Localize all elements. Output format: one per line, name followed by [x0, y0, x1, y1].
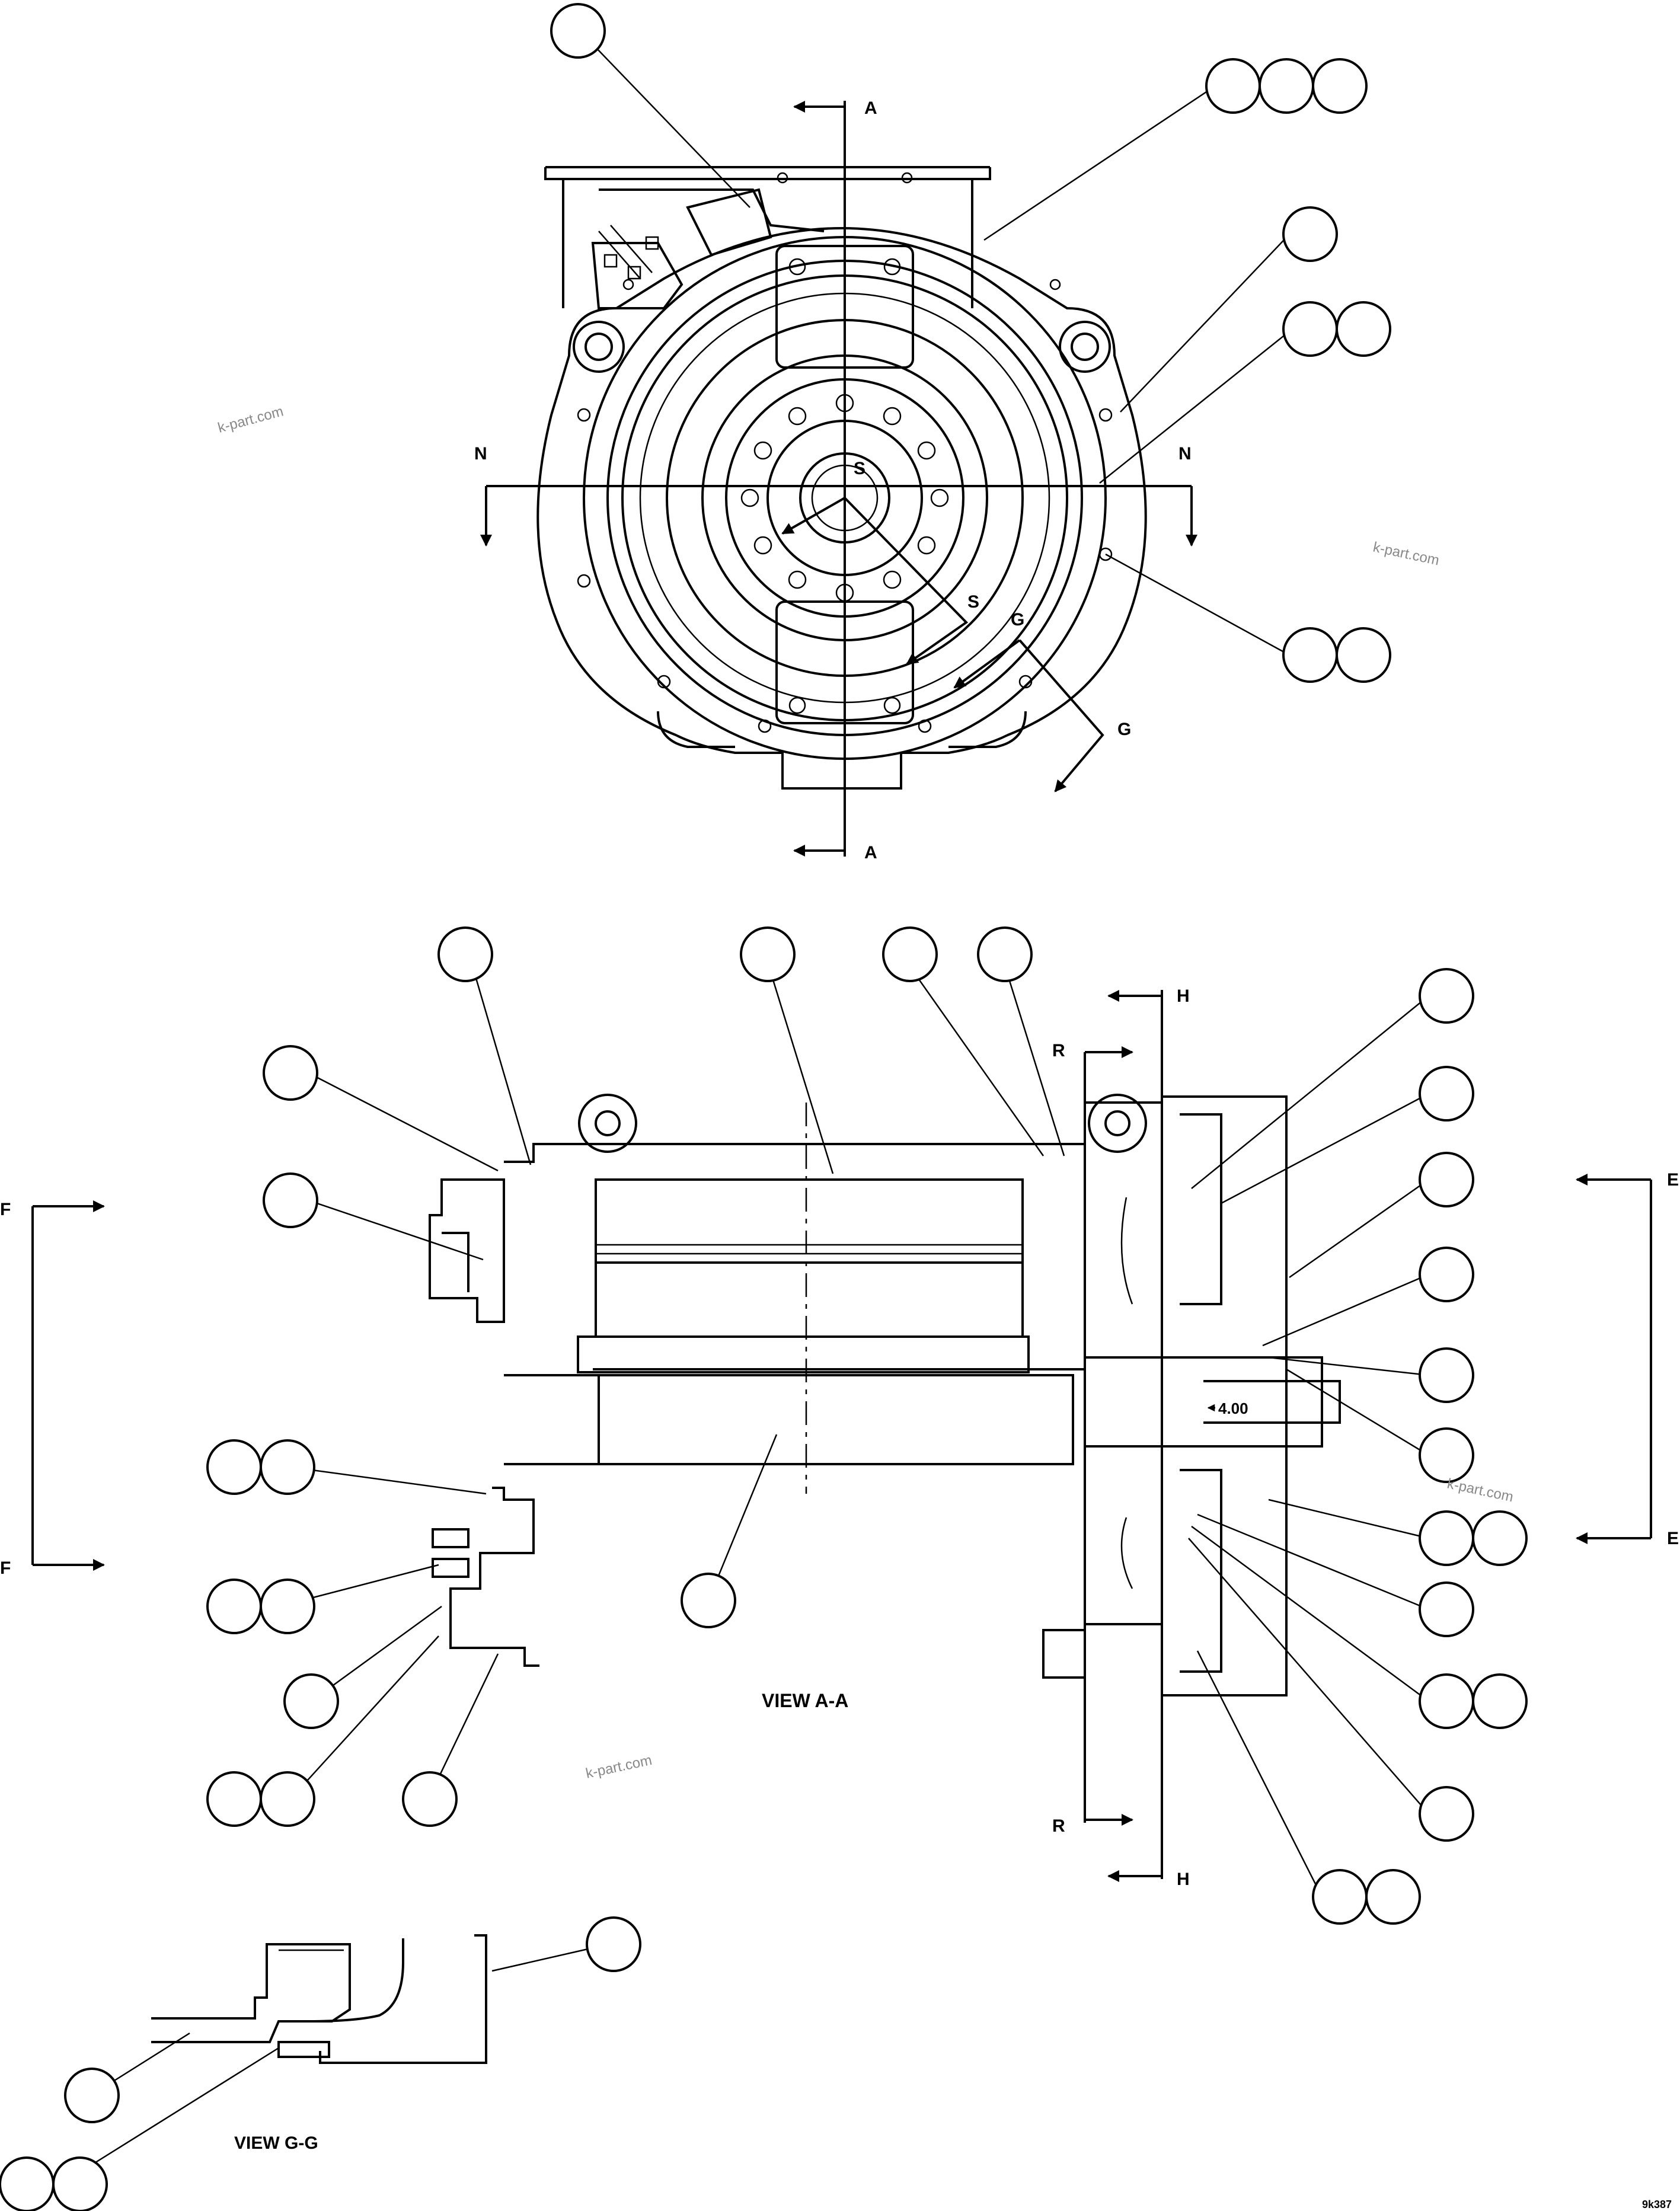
callout-bubble	[437, 926, 493, 982]
callout-bubble	[283, 1673, 339, 1729]
callout-bubble	[882, 926, 938, 982]
callout-bubble	[1419, 1581, 1474, 1637]
callout-bubble	[1419, 1427, 1474, 1483]
callout-bubble	[263, 1045, 318, 1101]
callout-bubble	[1472, 1510, 1528, 1566]
section-label-f-top: F	[0, 1200, 11, 1219]
view-title-gg: VIEW G-G	[234, 2133, 318, 2153]
callout-bubble	[1282, 627, 1338, 683]
end-view: A A N N S S G G	[474, 3, 1391, 862]
callout-bubble	[1282, 301, 1338, 357]
callout-bubble	[681, 1573, 736, 1628]
callout-bubble	[1419, 1347, 1474, 1403]
callout-bubble	[1312, 1869, 1368, 1925]
callout-bubble	[977, 926, 1033, 982]
callout-bubble	[52, 2156, 108, 2211]
callout-bubble	[1419, 1786, 1474, 1842]
section-label-e-bottom: E	[1667, 1529, 1679, 1548]
section-label-s-center: S	[854, 459, 865, 478]
callout-bubble	[1419, 968, 1474, 1024]
section-label-g-upper: G	[1011, 610, 1024, 630]
callout-bubble	[1312, 58, 1368, 114]
callout-bubble	[260, 1579, 315, 1634]
callout-bubble	[1336, 627, 1391, 683]
callout-bubble	[1336, 301, 1391, 357]
view-title-aa: VIEW A-A	[762, 1690, 848, 1711]
watermark: k-part.com	[1446, 1475, 1515, 1505]
callout-bubble	[206, 1771, 262, 1827]
sheet-id: 9k387	[1642, 2199, 1672, 2210]
callout-bubble	[586, 1916, 641, 1972]
callout-bubble	[550, 3, 606, 59]
callout-bubble	[1259, 58, 1314, 114]
callout-bubble	[64, 2068, 120, 2123]
callout-bubble	[260, 1439, 315, 1495]
section-label-n-right: N	[1178, 444, 1192, 464]
callout-bubble	[1282, 206, 1338, 262]
callout-bubble	[1419, 1152, 1474, 1207]
callout-bubble	[1365, 1869, 1421, 1925]
section-label-r-top: R	[1052, 1041, 1065, 1060]
section-label-s-lower: S	[967, 592, 979, 612]
callout-bubble	[402, 1771, 458, 1827]
callout-bubble	[263, 1172, 318, 1228]
section-label-e-top: E	[1667, 1170, 1679, 1190]
section-label-r-bottom: R	[1052, 1816, 1065, 1836]
callout-bubble	[1472, 1673, 1528, 1729]
section-label-f-bottom: F	[0, 1558, 11, 1578]
callout-bubble	[0, 2156, 55, 2211]
callout-bubble	[1419, 1673, 1474, 1729]
section-view-aa: 4.00 H H R R E E F F VIEW A-A	[0, 926, 1679, 1925]
watermark: k-part.com	[1372, 539, 1441, 568]
dimension-value: 4.00	[1218, 1400, 1248, 1417]
watermark: k-part.com	[216, 403, 285, 436]
section-label-g-lower: G	[1117, 720, 1131, 739]
callout-bubble	[206, 1579, 262, 1634]
callout-bubble	[1419, 1247, 1474, 1302]
section-label-n-left: N	[474, 444, 487, 464]
callout-bubble	[1419, 1066, 1474, 1122]
section-label-h-top: H	[1177, 986, 1190, 1006]
section-view-gg: VIEW G-G	[0, 1916, 641, 2211]
section-label-a-top: A	[864, 98, 877, 118]
callout-bubble	[1419, 1510, 1474, 1566]
outer-screws	[577, 172, 1113, 733]
section-label-h-bottom: H	[1177, 1870, 1190, 1889]
callout-bubble	[260, 1771, 315, 1827]
callout-bubble	[1205, 58, 1261, 114]
section-label-a-bottom: A	[864, 843, 877, 862]
callout-bubble	[206, 1439, 262, 1495]
watermark: k-part.com	[585, 1752, 653, 1782]
callout-bubble	[740, 926, 796, 982]
bolt-circle	[740, 394, 949, 602]
